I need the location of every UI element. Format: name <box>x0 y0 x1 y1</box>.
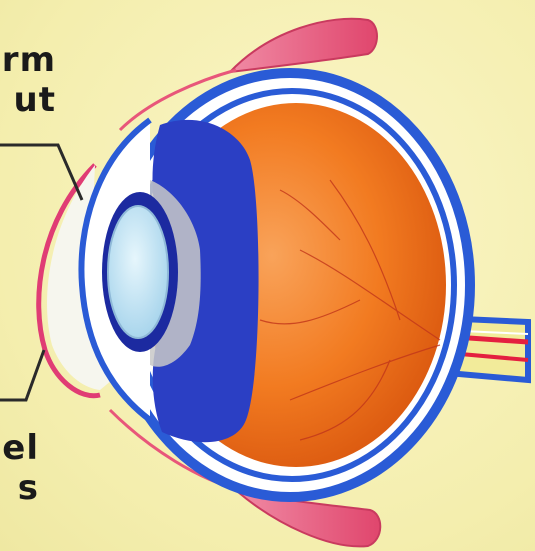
label-bottom-line1: el <box>2 428 39 468</box>
upper-eyelid <box>230 19 377 72</box>
label-top-line2: ut <box>2 80 56 120</box>
label-top-line1: rm <box>2 40 56 80</box>
label-bottom-line2: s <box>2 468 39 508</box>
label-bottom: el s <box>2 428 39 508</box>
label-top: rm ut <box>2 40 56 120</box>
lens <box>108 206 168 338</box>
leader-line-top <box>0 145 82 200</box>
leader-line-bottom <box>0 350 44 400</box>
